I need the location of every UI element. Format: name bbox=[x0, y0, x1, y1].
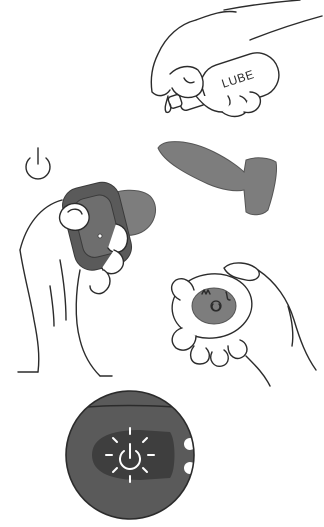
lube-bottle-hand-illustration: LUBE bbox=[151, 0, 322, 124]
power-icon bbox=[26, 148, 50, 179]
hand-holding-remote-illustration bbox=[168, 263, 316, 386]
closeup-led-illustration bbox=[60, 388, 200, 522]
plug-illustration bbox=[158, 142, 277, 215]
hand-holding-plug-illustration bbox=[18, 178, 156, 376]
